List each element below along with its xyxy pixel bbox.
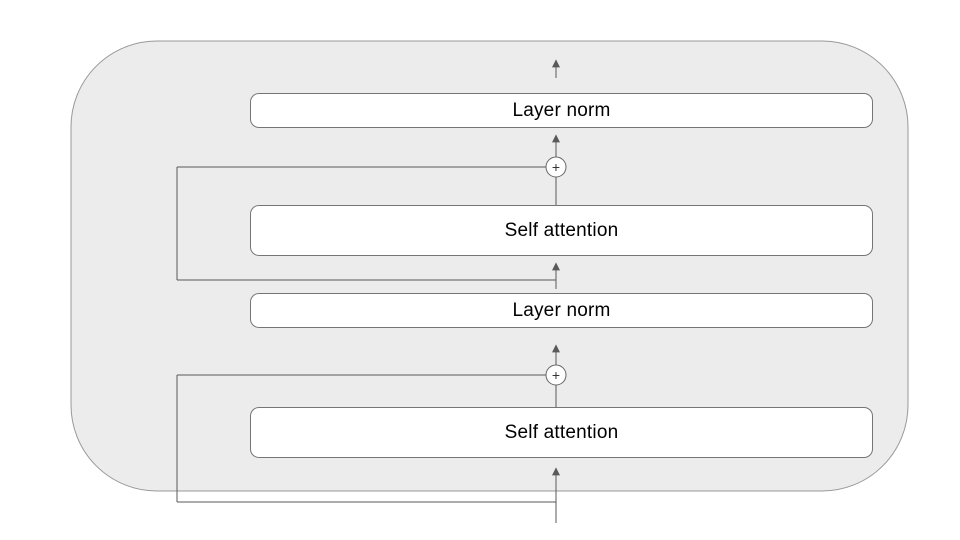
connector-lines xyxy=(176,59,560,523)
layer-norm-middle-box: Layer norm xyxy=(250,293,873,328)
self-attention-top-box: Self attention xyxy=(250,205,873,256)
add-node-bottom-icon: + xyxy=(545,364,567,386)
add-node-top-icon: + xyxy=(545,156,567,178)
add-node-bottom-symbol: + xyxy=(552,367,560,383)
transformer-block-container xyxy=(70,40,909,492)
self-attention-bottom-box: Self attention xyxy=(250,407,873,458)
add-node-top-symbol: + xyxy=(552,159,560,175)
layer-norm-top-box: Layer norm xyxy=(250,93,873,128)
